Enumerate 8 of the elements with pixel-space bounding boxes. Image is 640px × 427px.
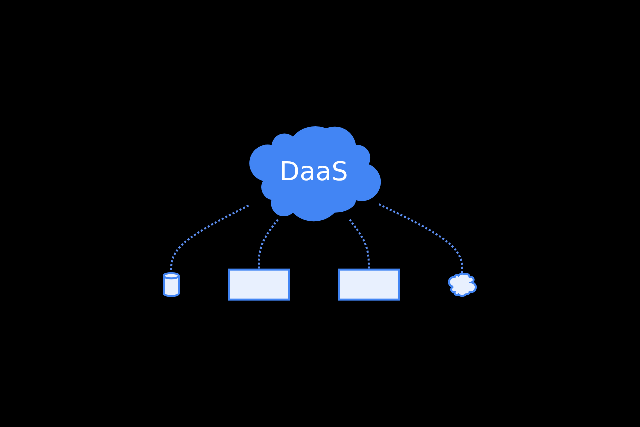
connector bbox=[378, 204, 464, 274]
connector bbox=[170, 204, 250, 274]
connector bbox=[349, 219, 370, 270]
node-cloud bbox=[448, 273, 477, 298]
node-cylinder bbox=[163, 272, 180, 298]
node-box bbox=[228, 268, 290, 301]
connector bbox=[258, 219, 279, 270]
node-box bbox=[338, 268, 400, 301]
